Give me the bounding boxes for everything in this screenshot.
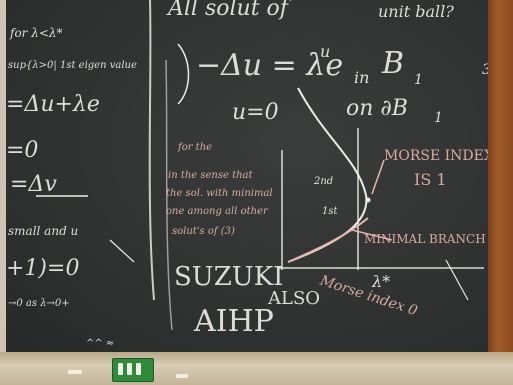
morse-index-is-one: IS 1 [414,170,447,189]
chalk-lines [36,0,484,331]
domain-ball: B [382,46,405,81]
first-eigen-label: 1st [322,206,338,217]
left-text-3: =Δu+λe [6,92,100,117]
left-text-5: =Δv [10,172,57,197]
note-line-3: the sol. with minimal [166,188,273,199]
also-text: ALSO [268,288,321,309]
left-text-6: small and u [8,224,79,238]
boundary-sub: 1 [434,110,443,126]
chalk-ledge [0,352,513,385]
heading-all-solutions: All solut of [168,0,288,21]
small-arrow [109,239,135,263]
morse-arrow [371,159,385,195]
domain-in: in [354,68,370,87]
lambda-star-label: λ* [372,272,391,291]
chalk-stub [68,370,82,374]
note-line-4: one among all other [166,206,268,217]
morse-index-label: MORSE INDEX [384,148,490,164]
chalk-piece [136,363,141,375]
margin-three: 3 [482,62,490,78]
domain-ball-sub: 1 [414,72,423,88]
left-text-4: =0 [6,138,39,163]
chalk-box [112,358,154,382]
minimal-branch-label: MINIMAL BRANCH [364,232,486,246]
chalk-piece [127,363,132,375]
bottom-marks: ^^ ≈ [86,338,115,349]
aihp-text: AIHP [194,304,274,339]
left-text-7: +1)=0 [6,256,80,281]
heading-unit-ball: unit ball? [378,2,454,21]
left-text-8: →0 as λ→0+ [8,298,70,309]
chalkboard: All solut of unit ball? −Δu = λe u in B … [6,0,490,358]
boundary-on: on ∂B [346,96,408,121]
note-line-2: in the sense that [168,170,253,181]
divider-line-right [165,59,173,331]
boundary-equation: u=0 [232,100,279,125]
chalk-stub [176,374,188,378]
exponent-u: u [320,42,331,61]
suzuki-text: SUZUKI [174,262,284,292]
diagonal-mark [445,259,469,301]
second-solution-label: 2nd [314,176,334,187]
turning-point [365,197,371,203]
main-equation: −Δu = λe [196,48,344,83]
left-text-2: sup{λ>0| 1st eigen value [8,60,137,71]
minimal-arrow [351,229,393,241]
divider-line-left [148,0,155,301]
board-frame [488,0,513,385]
chalk-piece [118,363,123,375]
note-line-1: for the [178,142,213,153]
minimal-branch-curve [287,217,369,263]
brace-mark [177,43,190,105]
note-line-5: solut's of (3) [172,226,235,237]
left-text-1: for λ<λ* [10,26,63,40]
